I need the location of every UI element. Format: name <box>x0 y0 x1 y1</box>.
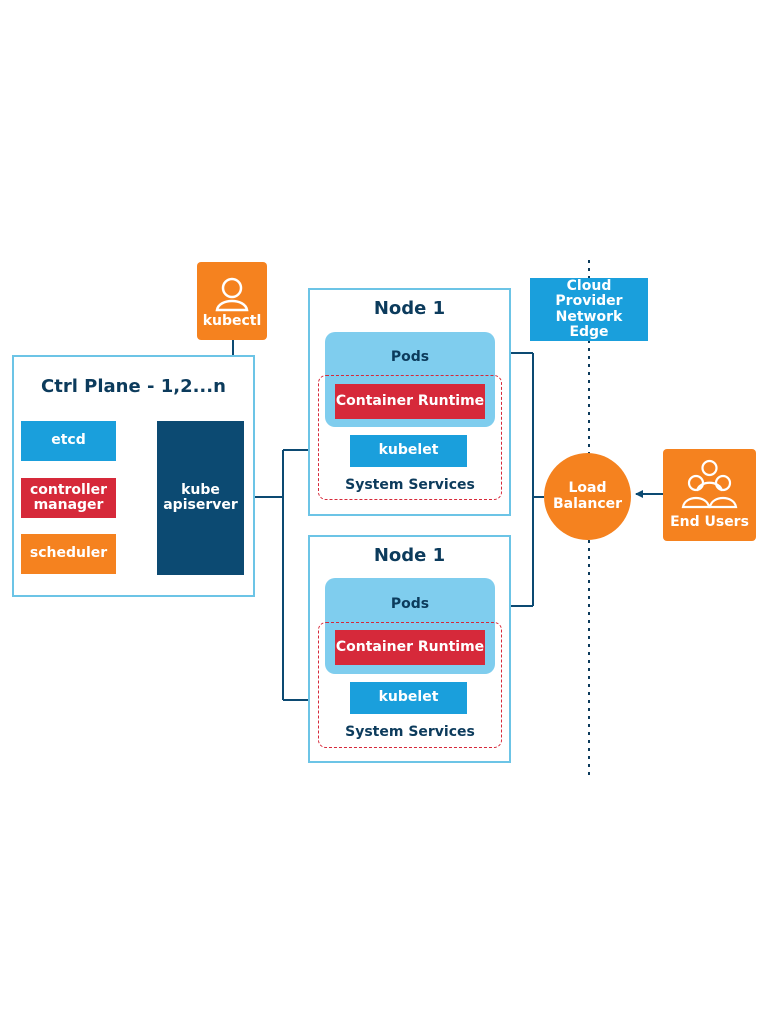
apiserver-box: kube apiserver <box>157 421 244 575</box>
pods-label: Pods <box>390 596 430 612</box>
system-services-area <box>318 622 502 748</box>
system-services-label: System Services <box>345 724 475 740</box>
container-runtime-box: Container Runtime <box>335 630 485 665</box>
node-title: Node 1 <box>373 298 446 319</box>
end-users-box: End Users <box>663 449 756 541</box>
users-group-icon <box>681 459 738 509</box>
system-services-area <box>318 375 502 500</box>
etcd-box: etcd <box>21 421 116 461</box>
node-title: Node 1 <box>373 545 446 566</box>
container-runtime-box: Container Runtime <box>335 384 485 419</box>
system-services-label: System Services <box>345 477 475 493</box>
scheduler-box: scheduler <box>21 534 116 574</box>
user-icon <box>215 277 249 312</box>
kubelet-box: kubelet <box>350 682 467 714</box>
kubectl-box: kubectl <box>197 262 267 340</box>
cloud-edge-box: Cloud Provider Network Edge <box>530 278 648 341</box>
load-balancer-circle: Load Balancer <box>544 453 631 540</box>
end-users-label: End Users <box>670 514 749 531</box>
ctrl-plane-title: Ctrl Plane - 1,2...n <box>41 376 226 397</box>
pods-label: Pods <box>390 349 430 365</box>
kubectl-label: kubectl <box>202 313 262 330</box>
kubelet-box: kubelet <box>350 435 467 467</box>
controller-manager-box: controller manager <box>21 478 116 518</box>
